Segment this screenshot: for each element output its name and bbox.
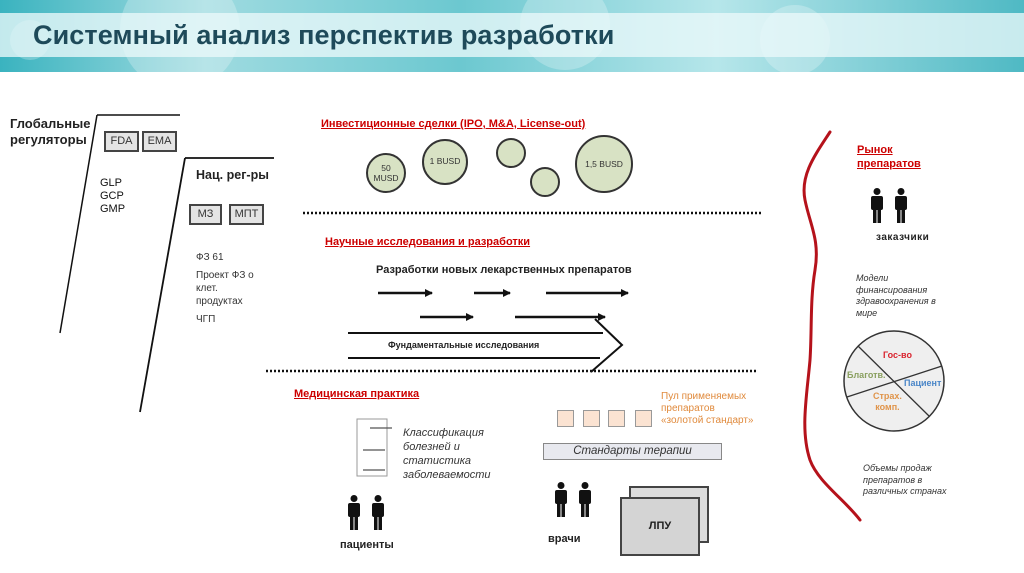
bubble-1-5busd	[575, 135, 633, 193]
law-fz61: ФЗ 61	[196, 252, 224, 263]
pool-line: препаратов	[661, 403, 715, 414]
classification-line: заболеваемости	[403, 469, 491, 481]
drug-development-label: Разработки новых лекарственных препарато…	[376, 264, 632, 276]
bubble-1busd	[422, 139, 468, 185]
law-ppp: ЧГП	[196, 314, 216, 325]
bubble-small-2	[530, 167, 560, 197]
pool-line: «золотой стандарт»	[661, 415, 754, 426]
patients-label: пациенты	[340, 539, 394, 551]
financing-line: мире	[856, 307, 878, 318]
bubble-label-1-5busd: 1,5 BUSD	[585, 159, 623, 169]
bubble-small-1	[496, 138, 526, 168]
global-regulators-line2: регуляторы	[10, 132, 87, 147]
research-heading[interactable]: Научные исследования и разработки	[325, 236, 531, 248]
pie-label-patient: Пациент	[904, 378, 942, 388]
drug-square	[583, 410, 600, 427]
pie-label-state: Гос-во	[883, 350, 912, 360]
development-arrows	[378, 289, 629, 321]
pie-label-insurance-line2: комп.	[875, 402, 900, 412]
patients-icon	[348, 495, 384, 530]
financing-line: финансирования	[856, 284, 928, 295]
gxp-standards: GLP GCP GMP	[100, 177, 125, 216]
document-icon	[356, 418, 392, 477]
mz-box[interactable]: МЗ	[189, 204, 222, 225]
sales-line: различных странах	[863, 486, 947, 496]
ema-box[interactable]: EMA	[142, 131, 177, 152]
investments-heading[interactable]: Инвестиционные сделки (IPO, M&A, License…	[321, 118, 586, 130]
financing-pie-chart	[843, 330, 945, 432]
market-heading[interactable]: Рынок препаратов	[857, 143, 921, 171]
law-cell-products: Проект ФЗ о клет. продуктах	[196, 269, 254, 308]
bubble-label-1busd: 1 BUSD	[429, 156, 461, 166]
pie-label-insurance-line1: Страх.	[873, 391, 902, 401]
customers-icon	[871, 188, 907, 223]
market-heading-line: препаратов	[857, 158, 921, 170]
fundamental-research-arrow	[348, 318, 624, 373]
doctors-label: врачи	[548, 533, 581, 545]
financing-line: Модели	[856, 273, 889, 283]
global-bracket-slant	[59, 114, 98, 334]
pie-label-insurance: Страх. комп.	[873, 391, 902, 413]
title-band	[0, 13, 1024, 57]
standard-glp: GLP	[100, 177, 123, 189]
law2-line: Проект ФЗ о	[196, 270, 254, 281]
national-regulators-label: Нац. рег-ры	[196, 168, 269, 182]
sales-volumes-text: Объемы продаж препаратов в различных стр…	[863, 463, 946, 498]
drug-square	[635, 410, 652, 427]
national-bracket-slant	[139, 157, 186, 413]
bubble-label-50musd: 50 MUSD	[367, 163, 405, 183]
gold-standard-pool-text: Пул применяемых препаратов «золотой стан…	[661, 391, 754, 427]
sales-line: Объемы продаж	[863, 463, 932, 473]
market-heading-line: Рынок	[857, 144, 893, 156]
bubble-50musd	[366, 153, 406, 193]
drug-square	[557, 410, 574, 427]
financing-models-text: Модели финансирования здравоохранения в …	[856, 273, 936, 319]
fundamental-research-label: Фундаментальные исследования	[388, 340, 540, 350]
standard-gcp: GCP	[100, 190, 124, 202]
classification-line: Классификация	[403, 427, 484, 439]
global-regulators-line1: Глобальные	[10, 116, 91, 131]
financing-line: здравоохранения в	[856, 296, 936, 306]
pool-line: Пул применяемых	[661, 391, 747, 402]
customers-label: заказчики	[876, 232, 930, 243]
investment-bubbles	[366, 135, 633, 197]
classification-line: статистика	[403, 455, 472, 467]
classification-text: Классификация болезней и статистика забо…	[403, 426, 491, 482]
mpt-box[interactable]: МПТ	[229, 204, 264, 225]
fda-box[interactable]: FDA	[104, 131, 139, 152]
classification-line: болезней и	[403, 441, 460, 453]
sales-line: препаратов в	[863, 474, 923, 485]
law2-line: клет.	[196, 283, 218, 294]
doctors-icon	[555, 482, 591, 517]
bubble-label-line: 50	[381, 163, 391, 173]
law2-line: продуктах	[196, 296, 243, 307]
market-divider-curve	[802, 130, 862, 522]
global-regulators-label: Глобальные регуляторы	[10, 116, 90, 148]
header-banner: Системный анализ перспектив разработки	[0, 0, 1024, 72]
bubble-label-line: MUSD	[373, 173, 399, 183]
facility-card[interactable]: ЛПУ	[620, 497, 700, 556]
medical-practice-heading[interactable]: Медицинская практика	[294, 388, 420, 400]
therapy-standards-bar[interactable]: Стандарты терапии	[543, 443, 722, 460]
page-title: Системный анализ перспектив разработки	[33, 20, 615, 50]
pie-label-charity: Благотв.	[847, 370, 886, 380]
standard-gmp: GMP	[100, 203, 126, 215]
drug-square	[608, 410, 625, 427]
